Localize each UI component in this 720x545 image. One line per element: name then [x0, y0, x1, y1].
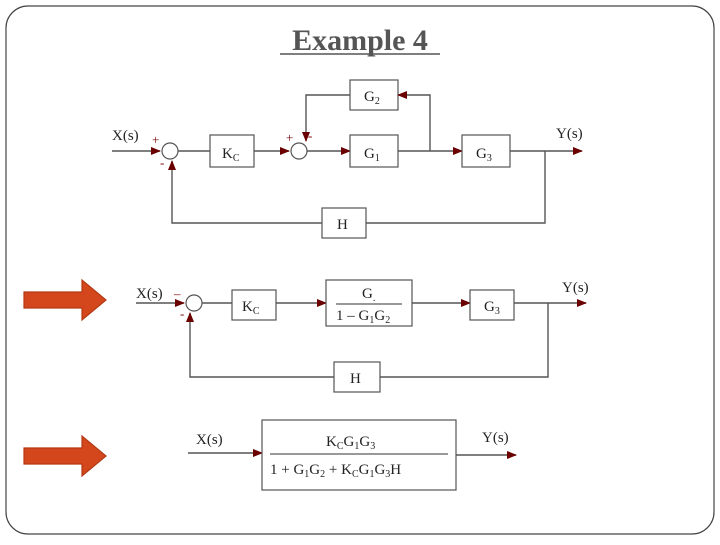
kc-label-2: KC — [242, 299, 260, 317]
diagram-original: X(s) + - KC + - G1 G2 G3 Y(s) H — [112, 79, 583, 239]
tf-numerator: G. — [362, 286, 375, 304]
slide-title: Example 4 — [292, 24, 428, 57]
g1-label: G1 — [364, 146, 380, 164]
closed-loop-tf-block — [261, 419, 457, 491]
g3-label-2: G3 — [484, 299, 500, 317]
diagram-final: X(s) KCG1G3 1 + G1G2 + KCG1G3H Y(s) — [23, 419, 517, 491]
kc-block-2 — [231, 289, 277, 321]
output-label-3: Y(s) — [482, 430, 509, 446]
sum1-plus-sign: + — [152, 132, 159, 147]
summing-junction-3 — [185, 294, 203, 312]
sum3-minus-sign: - — [180, 306, 184, 321]
sum2-plus-sign: + — [286, 130, 293, 145]
input-label-1: X(s) — [112, 128, 139, 144]
diagram-step-2: X(s) – - KC G. 1 – G1G2 G3 Y(s) H — [23, 278, 589, 393]
h-block-1 — [321, 207, 367, 239]
g3-label: G3 — [476, 146, 492, 164]
h-block-2 — [333, 361, 381, 393]
g3-block-2 — [469, 289, 515, 321]
output-label-2: Y(s) — [562, 280, 589, 296]
kc-block — [209, 134, 255, 168]
summing-junction-2 — [290, 142, 308, 160]
g3-block — [461, 134, 511, 168]
sum2-minus-sign: - — [308, 128, 312, 143]
step-arrow-2 — [23, 434, 107, 478]
step-arrow-1 — [23, 278, 107, 322]
tf-denominator: 1 – G1G2 — [336, 308, 390, 326]
h-label-2: H — [350, 371, 361, 387]
g2-label: G2 — [364, 89, 380, 107]
g1-block — [349, 134, 399, 168]
closed-loop-numerator: KCG1G3 — [326, 434, 375, 452]
sum3-top-sign: – — [173, 286, 181, 301]
sum1-minus-sign: - — [160, 155, 164, 170]
input-label-2: X(s) — [136, 286, 163, 302]
g2-block — [349, 79, 399, 111]
kc-label: KC — [222, 146, 240, 164]
closed-loop-denominator: 1 + G1G2 + KCG1G3H — [270, 462, 401, 480]
input-label-3: X(s) — [196, 432, 223, 448]
output-label-1: Y(s) — [556, 126, 583, 142]
summing-junction-1 — [161, 142, 179, 160]
h-label-1: H — [337, 217, 348, 233]
slide-frame — [5, 5, 715, 535]
